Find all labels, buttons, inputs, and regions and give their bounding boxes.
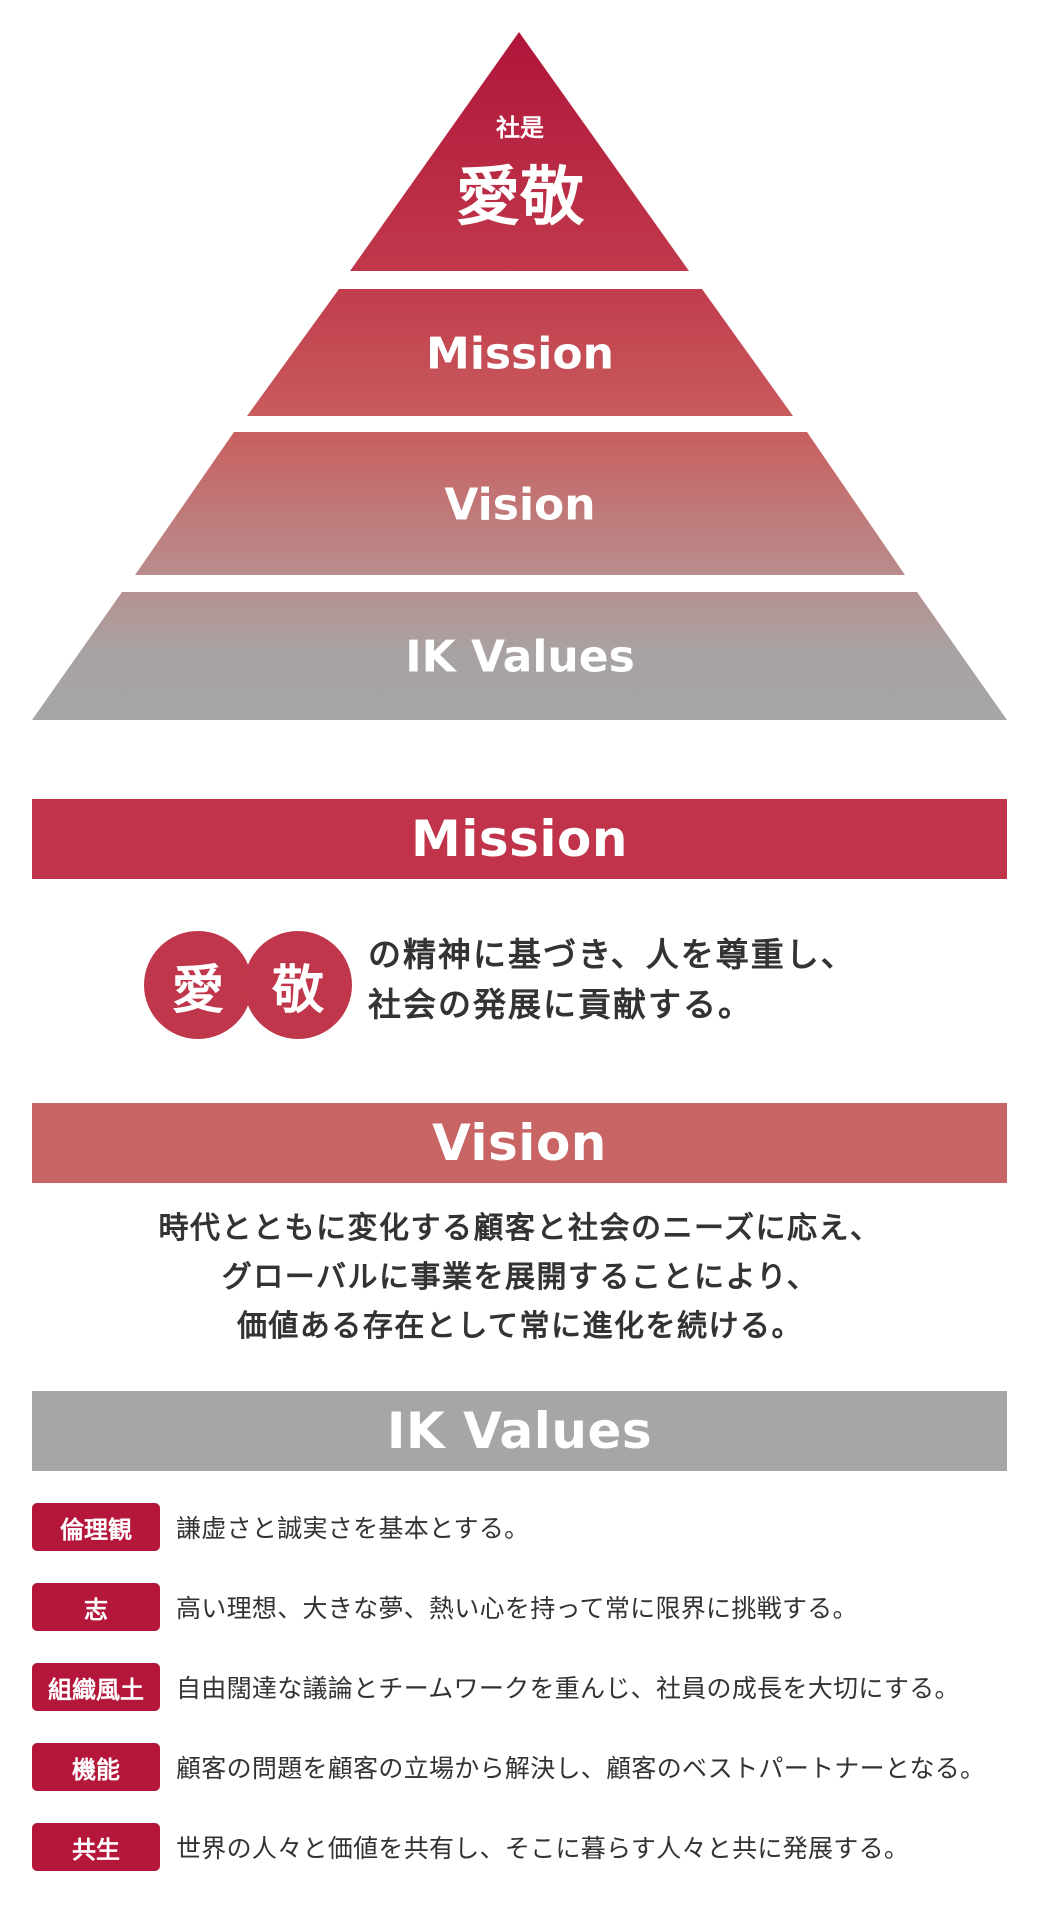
value-badge: 倫理観 <box>32 1503 160 1551</box>
value-text: 高い理想、大きな夢、熱い心を持って常に限界に挑戦する。 <box>176 1594 858 1623</box>
pyramid-mission-label: Mission <box>426 329 614 380</box>
mission-line: 社会の発展に貢献する。 <box>368 985 753 1024</box>
value-badge: 組織風土 <box>32 1663 160 1711</box>
mission-circle-kei: 敬 <box>244 931 352 1039</box>
pyramid-tier-mission <box>247 289 793 416</box>
value-text: 世界の人々と価値を共有し、そこに暮らす人々と共に発展する。 <box>176 1834 910 1863</box>
value-badge: 機能 <box>32 1743 160 1791</box>
motto-label: 社是 <box>496 114 544 142</box>
mission-line: の精神に基づき、人を尊重し、 <box>368 935 856 974</box>
vision-heading: Vision <box>32 1103 1007 1183</box>
value-badge: 共生 <box>32 1823 160 1871</box>
vision-statement: 時代とともに変化する顧客と社会のニーズに応え、 グローバルに事業を展開することに… <box>0 1204 1040 1351</box>
pyramid-tier-vision <box>135 432 905 575</box>
value-item: 機能 顧客の問題を顧客の立場から解決し、顧客のベストパートナーとなる。 <box>32 1743 985 1791</box>
vision-line: グローバルに事業を展開することにより、 <box>221 1260 819 1295</box>
value-item: 組織風土 自由闊達な議論とチームワークを重んじ、社員の成長を大切にする。 <box>32 1663 960 1711</box>
value-badge: 志 <box>32 1583 160 1631</box>
pyramid-tier-values <box>32 592 1007 720</box>
value-text: 顧客の問題を顧客の立場から解決し、顧客のベストパートナーとなる。 <box>176 1754 986 1783</box>
mission-circle-ai: 愛 <box>144 931 252 1039</box>
pyramid-tier-motto <box>350 32 689 271</box>
value-text: 謙虚さと誠実さを基本とする。 <box>176 1514 530 1543</box>
pyramid-values-label: IK Values <box>405 632 635 683</box>
value-item: 共生 世界の人々と価値を共有し、そこに暮らす人々と共に発展する。 <box>32 1823 909 1871</box>
vision-line: 価値ある存在として常に進化を続ける。 <box>236 1309 804 1344</box>
values-heading: IK Values <box>32 1391 1007 1471</box>
mission-heading: Mission <box>32 799 1007 879</box>
value-item: 倫理観 謙虚さと誠実さを基本とする。 <box>32 1503 529 1551</box>
value-text: 自由闊達な議論とチームワークを重んじ、社員の成長を大切にする。 <box>176 1674 960 1703</box>
pyramid-diagram: 社是 愛敬 Mission Vision IK Values <box>32 32 1007 720</box>
pyramid-vision-label: Vision <box>444 480 595 531</box>
value-item: 志 高い理想、大きな夢、熱い心を持って常に限界に挑戦する。 <box>32 1583 858 1631</box>
motto-text: 愛敬 <box>456 161 585 235</box>
mission-statement: の精神に基づき、人を尊重し、 社会の発展に貢献する。 <box>368 930 856 1030</box>
vision-line: 時代とともに変化する顧客と社会のニーズに応え、 <box>158 1211 882 1246</box>
